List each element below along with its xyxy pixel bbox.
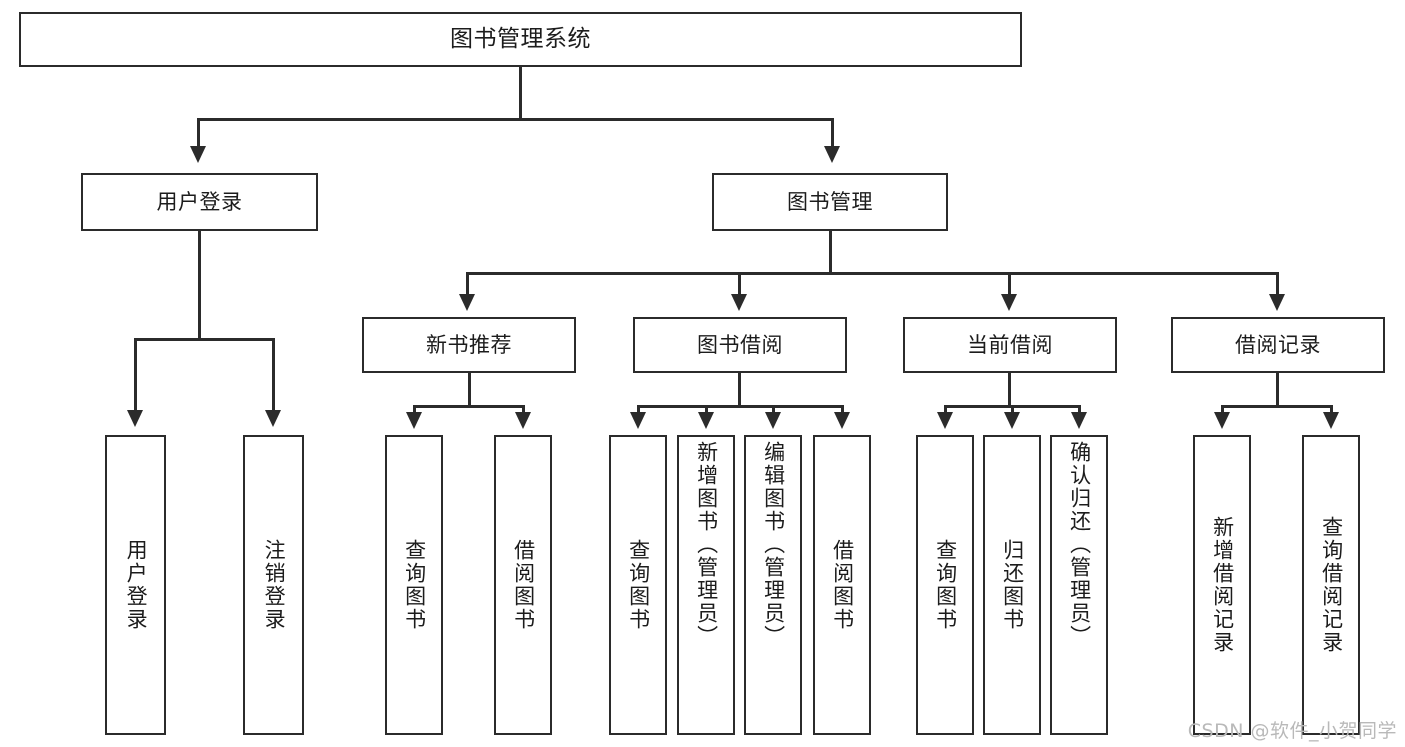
node-label: 图书管理 xyxy=(787,189,873,214)
arrow-to-leaf-add-book xyxy=(698,412,714,429)
edge-borrowrecord-stem xyxy=(1276,373,1279,405)
edge-newbook-stem xyxy=(468,373,471,405)
edge-userlogin-drop-2 xyxy=(272,338,275,412)
edge-newbook-bus xyxy=(413,405,525,408)
edge-newbook-drop-1 xyxy=(413,405,416,414)
node-new-book-recommend[interactable]: 新书推荐 xyxy=(362,317,576,373)
node-label: 查询图书 xyxy=(933,539,958,631)
node-leaf-add-book[interactable]: 新增图书（管理员） xyxy=(677,435,735,735)
node-book-borrow[interactable]: 图书借阅 xyxy=(633,317,847,373)
edge-currentborrow-stem xyxy=(1008,373,1011,405)
node-label: 图书借阅 xyxy=(697,332,783,357)
node-leaf-query-book-2[interactable]: 查询图书 xyxy=(609,435,667,735)
arrow-to-user-login xyxy=(190,146,206,163)
node-borrow-record[interactable]: 借阅记录 xyxy=(1171,317,1385,373)
arrow-to-book-manage xyxy=(824,146,840,163)
edge-borrowrecord-bus xyxy=(1221,405,1333,408)
edge-bookmanage-drop-2 xyxy=(738,272,741,296)
arrow-to-book-borrow xyxy=(731,294,747,311)
arrow-to-new-book-recommend xyxy=(459,294,475,311)
node-label: 新书推荐 xyxy=(426,332,512,357)
edge-bookborrow-drop-1 xyxy=(637,405,640,414)
arrow-to-leaf-query-book-2 xyxy=(630,412,646,429)
node-leaf-query-book-1[interactable]: 查询图书 xyxy=(385,435,443,735)
node-label: 用户登录 xyxy=(156,189,243,214)
edge-root-stem xyxy=(519,67,522,118)
node-leaf-query-record[interactable]: 查询借阅记录 xyxy=(1302,435,1360,735)
node-root-system[interactable]: 图书管理系统 xyxy=(19,12,1022,67)
node-label: 查询借阅记录 xyxy=(1319,516,1344,654)
node-label: 查询图书 xyxy=(626,539,651,631)
edge-newbook-drop-2 xyxy=(522,405,525,414)
arrow-to-leaf-query-book-1 xyxy=(406,412,422,429)
node-label: 借阅图书 xyxy=(830,539,855,631)
edge-userlogin-drop-1 xyxy=(134,338,137,412)
node-label: 归还图书 xyxy=(1000,539,1025,631)
node-leaf-add-record[interactable]: 新增借阅记录 xyxy=(1193,435,1251,735)
edge-root-bus xyxy=(197,118,834,121)
arrow-to-leaf-confirm-return xyxy=(1071,412,1087,429)
edge-currentborrow-drop-2 xyxy=(1011,405,1014,414)
arrow-to-leaf-query-book-3 xyxy=(937,412,953,429)
node-leaf-user-logout[interactable]: 注销登录 xyxy=(243,435,304,735)
node-label: 查询图书 xyxy=(402,539,427,631)
edge-bookborrow-drop-2 xyxy=(705,405,708,414)
arrow-to-leaf-query-record xyxy=(1323,412,1339,429)
edge-bookmanage-drop-3 xyxy=(1008,272,1011,296)
node-leaf-borrow-book-1[interactable]: 借阅图书 xyxy=(494,435,552,735)
edge-root-drop-left xyxy=(197,118,200,148)
node-label: 用户登录 xyxy=(124,539,149,631)
node-label: 借阅图书 xyxy=(511,539,536,631)
edge-currentborrow-drop-1 xyxy=(944,405,947,414)
edge-bookmanage-drop-1 xyxy=(466,272,469,296)
edge-borrowrecord-drop-2 xyxy=(1330,405,1333,414)
node-leaf-borrow-book-2[interactable]: 借阅图书 xyxy=(813,435,871,735)
node-label: 当前借阅 xyxy=(967,332,1053,357)
edge-bookborrow-drop-3 xyxy=(772,405,775,414)
edge-borrowrecord-drop-1 xyxy=(1221,405,1224,414)
node-current-borrow[interactable]: 当前借阅 xyxy=(903,317,1117,373)
node-leaf-confirm-return[interactable]: 确认归还（管理员） xyxy=(1050,435,1108,735)
edge-bookmanage-bus xyxy=(466,272,1279,275)
node-label: 确认归还（管理员） xyxy=(1067,441,1092,648)
edge-bookborrow-stem xyxy=(738,373,741,405)
node-leaf-return-book[interactable]: 归还图书 xyxy=(983,435,1041,735)
node-label: 新增图书（管理员） xyxy=(694,441,719,648)
edge-bookmanage-stem xyxy=(829,231,832,272)
node-leaf-user-login[interactable]: 用户登录 xyxy=(105,435,166,735)
node-user-login[interactable]: 用户登录 xyxy=(81,173,318,231)
edge-bookmanage-drop-4 xyxy=(1276,272,1279,296)
edge-userlogin-bus xyxy=(134,338,275,341)
arrow-to-current-borrow xyxy=(1001,294,1017,311)
edge-userlogin-stem xyxy=(198,231,201,338)
arrow-to-borrow-record xyxy=(1269,294,1285,311)
arrow-to-leaf-return-book xyxy=(1004,412,1020,429)
node-label: 编辑图书（管理员） xyxy=(761,441,786,648)
node-label: 借阅记录 xyxy=(1235,332,1321,357)
arrow-to-leaf-borrow-book-1 xyxy=(515,412,531,429)
node-label: 图书管理系统 xyxy=(450,25,591,52)
arrow-to-leaf-user-login xyxy=(127,410,143,427)
arrow-to-leaf-add-record xyxy=(1214,412,1230,429)
arrow-to-leaf-edit-book xyxy=(765,412,781,429)
edge-root-drop-right xyxy=(831,118,834,148)
watermark-text: CSDN @软件_小贺同学 xyxy=(1187,720,1397,742)
node-label: 注销登录 xyxy=(262,539,287,631)
node-leaf-query-book-3[interactable]: 查询图书 xyxy=(916,435,974,735)
edge-bookborrow-drop-4 xyxy=(841,405,844,414)
node-book-manage[interactable]: 图书管理 xyxy=(712,173,948,231)
arrow-to-leaf-user-logout xyxy=(265,410,281,427)
arrow-to-leaf-borrow-book-2 xyxy=(834,412,850,429)
node-label: 新增借阅记录 xyxy=(1210,516,1235,654)
node-leaf-edit-book[interactable]: 编辑图书（管理员） xyxy=(744,435,802,735)
edge-currentborrow-drop-3 xyxy=(1078,405,1081,414)
edge-bookborrow-bus xyxy=(637,405,844,408)
